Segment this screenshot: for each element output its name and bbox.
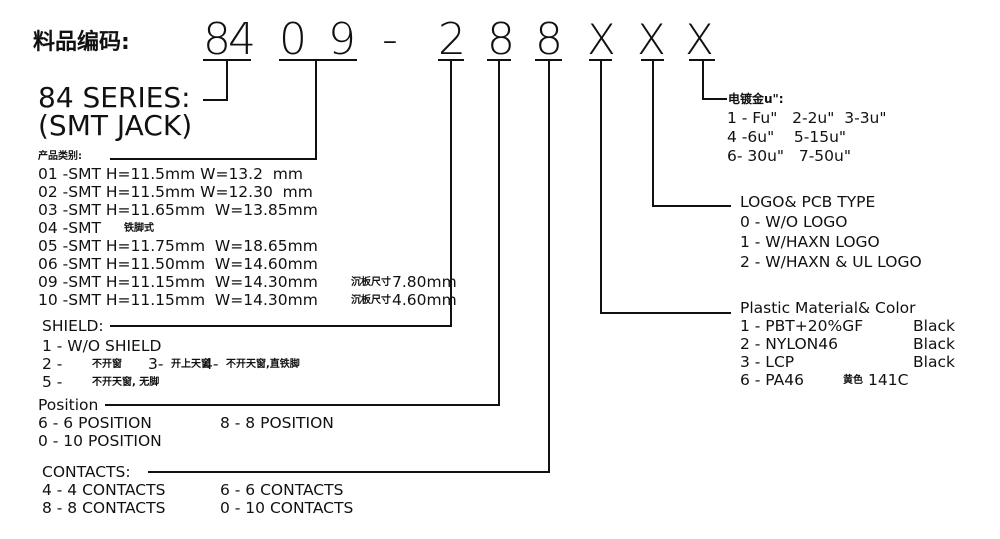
code-char-4: 4 [228, 14, 256, 65]
logo-option-1: 1 - W/HAXN LOGO [740, 233, 880, 251]
shield-option-2: 2 - [42, 355, 63, 373]
code-char-8b: 8 [487, 14, 515, 65]
material-option-6-code: 141C [868, 371, 909, 389]
code-char-x2: X [637, 15, 666, 64]
logo-title: LOGO& PCB TYPE [740, 193, 876, 211]
position-title: Position [38, 396, 99, 414]
material-option-2-color: Black [913, 335, 955, 353]
position-option-8: 8 - 8 POSITION [220, 414, 334, 432]
plating-row-3: 6- 30u" 7-50u" [727, 147, 851, 165]
product-type-item-01: 01 -SMT H=11.5mm W=13.2 mm [38, 165, 304, 183]
shield-option-3-note: 开上天窗 [171, 359, 211, 370]
code-char-x1: X [587, 15, 616, 64]
shield-option-3: 3- [148, 355, 164, 373]
series-title: 84 SERIES: [38, 81, 191, 114]
shield-option-4: 4- [203, 355, 219, 373]
shield-option-2-note: 不开窗 [92, 359, 122, 370]
product-type-item-10: 10 -SMT H=11.15mm W=14.30mm [38, 291, 318, 309]
leader-material [589, 59, 731, 314]
material-option-1-color: Black [913, 317, 955, 335]
material-title: Plastic Material& Color [740, 299, 916, 317]
material-option-6: 6 - PA46 [740, 371, 804, 389]
logo-option-2: 2 - W/HAXN & UL LOGO [740, 253, 922, 271]
leader-position [105, 59, 511, 406]
plating-row-1: 1 - Fu" 2-2u" 3-3u" [727, 109, 887, 127]
shield-option-5: 5 - [42, 373, 63, 391]
material-option-3: 3 - LCP [740, 353, 795, 371]
material-option-2: 2 - NYLON46 [740, 335, 838, 353]
leader-shield [110, 59, 464, 327]
product-type-item-09: 09 -SMT H=11.15mm W=14.30mm [38, 273, 318, 291]
product-type-item-10-tail: 4.60mm [392, 291, 457, 309]
code-char-0: 0 [279, 14, 307, 65]
series-subtitle: (SMT JACK) [38, 109, 193, 142]
product-type-item-05: 05 -SMT H=11.75mm W=18.65mm [38, 237, 318, 255]
contacts-option-8: 8 - 8 CONTACTS [42, 499, 166, 517]
shield-option-5-note: 不开天窗, 无脚 [92, 377, 160, 388]
product-type-item-10-note: 沉板尺寸 [351, 295, 391, 306]
contacts-option-4: 4 - 4 CONTACTS [42, 481, 166, 499]
contacts-option-0: 0 - 10 CONTACTS [220, 499, 354, 517]
code-char-8c: 8 [535, 14, 563, 65]
material-option-3-color: Black [913, 353, 955, 371]
position-option-0: 0 - 10 POSITION [38, 432, 162, 450]
product-type-item-04: 04 -SMT [38, 219, 101, 237]
plating-title: 电镀金u": [728, 92, 784, 106]
part-code-label: 料品编码: [33, 30, 130, 55]
contacts-title: CONTACTS: [42, 463, 131, 481]
product-type-item-09-note: 沉板尺寸 [351, 277, 391, 288]
code-char-dash: - [382, 14, 398, 65]
leader-product-type [110, 59, 357, 160]
product-type-item-09-tail: 7.80mm [392, 273, 457, 291]
shield-option-4-note: 不开天窗,直铁脚 [226, 359, 300, 370]
logo-option-0: 0 - W/O LOGO [740, 213, 848, 231]
code-char-8: 8 [203, 14, 231, 65]
shield-title: SHIELD: [42, 317, 104, 335]
product-type-item-06: 06 -SMT H=11.50mm W=14.60mm [38, 255, 318, 273]
material-option-6-note: 黄色 [843, 375, 863, 386]
leader-logo [641, 59, 731, 207]
leader-contacts [148, 59, 562, 473]
product-type-title: 产品类别: [38, 151, 82, 162]
product-type-item-02: 02 -SMT H=11.5mm W=12.30 mm [38, 183, 313, 201]
leader-plating [689, 59, 727, 100]
code-char-2: 2 [438, 14, 466, 65]
material-option-1: 1 - PBT+20%GF [740, 317, 864, 335]
product-type-item-04-note: 铁脚式 [124, 223, 154, 234]
product-type-item-03: 03 -SMT H=11.65mm W=13.85mm [38, 201, 318, 219]
code-char-9: 9 [328, 14, 356, 65]
code-char-x3: X [685, 15, 714, 64]
contacts-option-6: 6 - 6 CONTACTS [220, 481, 344, 499]
leader-series [203, 59, 251, 101]
plating-row-2: 4 -6u" 5-15u" [727, 128, 847, 146]
position-option-6: 6 - 6 POSITION [38, 414, 152, 432]
shield-option-1: 1 - W/O SHIELD [42, 337, 162, 355]
